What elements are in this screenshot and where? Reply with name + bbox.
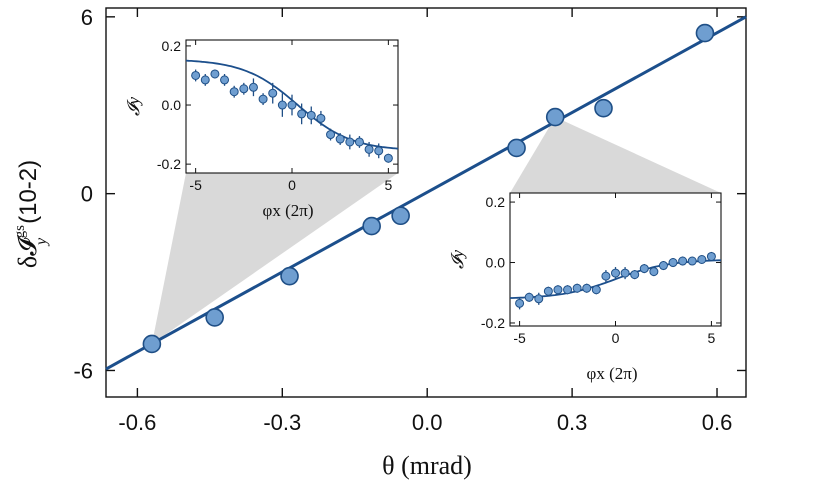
inset-y-tick-label: -0.2 (481, 315, 505, 331)
inset-data-point (335, 134, 345, 144)
inset-data-point (354, 137, 364, 147)
main-data-point (362, 216, 381, 236)
inset-data-point (220, 75, 230, 85)
inset-data-point (687, 256, 697, 266)
inset-data-point (582, 283, 592, 293)
inset-data-point (345, 137, 355, 147)
inset-data-point (191, 70, 201, 80)
zoom-wedges (151, 117, 721, 344)
main-data-points (142, 23, 715, 354)
main-data-point (142, 334, 162, 354)
inset-data-point (543, 286, 553, 296)
inset-data-point (239, 84, 249, 94)
main-y-tick-label: 6 (81, 5, 93, 30)
main-y-tick-label: -6 (73, 358, 93, 383)
inset-data-point (620, 268, 630, 278)
svg-text:δ𝓘gsy(10-2): δ𝓘gsy (10-2) (12, 160, 50, 268)
main-data-point (391, 206, 410, 226)
inset-data-point (678, 256, 688, 266)
inset-y-axis-label: 𝓘y (124, 97, 143, 116)
inset-x-tick-label: 0 (288, 177, 296, 193)
inset-data-point (200, 75, 210, 85)
inset-data-point (364, 144, 374, 154)
main-x-tick-label: 0.0 (412, 410, 443, 435)
inset-y-tick-label: 0.2 (162, 38, 182, 54)
main-data-point (507, 138, 526, 158)
inset-data-point (639, 264, 649, 274)
main-x-axis-label: θ (mrad) (382, 451, 472, 480)
zoom-wedge-right (510, 117, 721, 193)
inset-data-point (534, 294, 544, 304)
inset-x-tick-label: -5 (189, 177, 202, 193)
main-x-tick-label: -0.3 (263, 410, 301, 435)
inset-data-point (697, 255, 707, 264)
main-y-tick-labels: -6 0 6 (73, 5, 93, 384)
inset-x-axis-label: φx (2π) (263, 201, 314, 220)
inset-data-point (374, 146, 384, 156)
main-y-axis-label-unit: (10-2) (15, 160, 42, 224)
main-x-tick-labels: -0.6 -0.3 0.0 0.3 0.6 (118, 410, 732, 435)
inset-data-point (668, 258, 678, 268)
main-x-tick-label: -0.6 (118, 410, 156, 435)
inset-x-tick-label: -5 (513, 330, 526, 346)
main-y-axis-label-symbol: δ𝓘 (13, 235, 42, 268)
inset-data-point (297, 109, 307, 119)
inset-data-point (524, 292, 534, 302)
inset-x-tick-label: 0 (612, 330, 620, 346)
main-y-axis-label: δ𝓘gsy (10-2) (12, 160, 50, 268)
inset-y-tick-label: 0.2 (486, 194, 506, 210)
inset-y-tick-label: -0.2 (157, 156, 181, 172)
main-data-point (205, 308, 224, 327)
inset-data-point (658, 261, 668, 271)
inset-y-tick-label: 0.0 (162, 97, 182, 113)
inset-data-point (248, 82, 258, 92)
inset-data-point (258, 94, 268, 104)
inset-data-point (630, 270, 640, 280)
main-tick-marks (106, 8, 746, 397)
inset-data-point (601, 271, 611, 281)
inset-data-point (563, 285, 573, 295)
main-x-tick-label: 0.3 (557, 410, 588, 435)
inset-x-tick-label: 5 (708, 330, 716, 346)
main-data-point (695, 23, 715, 43)
inset-data-point (591, 285, 601, 295)
inset-data-point (306, 110, 316, 120)
main-data-point (594, 98, 613, 118)
inset-data-point (326, 130, 336, 140)
inset-x-axis-label: φx (2π) (587, 364, 638, 383)
inset-y-axis-label: 𝓘y (448, 250, 467, 269)
main-plot-frame (105, 7, 747, 398)
inset-data-point (210, 69, 220, 79)
inset-data-point (277, 100, 287, 110)
inset-data-point (611, 268, 620, 278)
zoom-wedge-left (151, 173, 398, 344)
main-data-point (280, 266, 299, 286)
inset-data-point (287, 100, 297, 110)
inset-data-point (706, 251, 716, 261)
inset-data-point (229, 87, 239, 97)
inset-right: -5 0 5 0.2 0.0 -0.2 φx (2π) 𝓘y (448, 192, 722, 383)
main-plot: -0.6 -0.3 0.0 0.3 0.6 -6 0 6 (73, 5, 747, 435)
inset-y-tick-label: 0.0 (486, 255, 506, 271)
inset-data-point (383, 153, 393, 163)
inset-left: -5 0 5 0.2 0.0 -0.2 φx (2π) 𝓘y (124, 38, 399, 220)
main-data-point (545, 107, 565, 127)
inset-x-tick-label: 5 (384, 177, 392, 193)
main-y-tick-label: 0 (81, 182, 93, 207)
inset-data-point (515, 298, 525, 308)
inset-data-point (316, 113, 326, 123)
inset-data-point (572, 283, 582, 293)
inset-data-point (553, 285, 563, 295)
main-y-axis-label-sup: gs (12, 225, 28, 239)
inset-data-point (649, 267, 659, 277)
main-x-tick-label: 0.6 (702, 410, 733, 435)
main-y-axis-label-sub: y (33, 237, 50, 247)
inset-data-point (268, 88, 278, 98)
